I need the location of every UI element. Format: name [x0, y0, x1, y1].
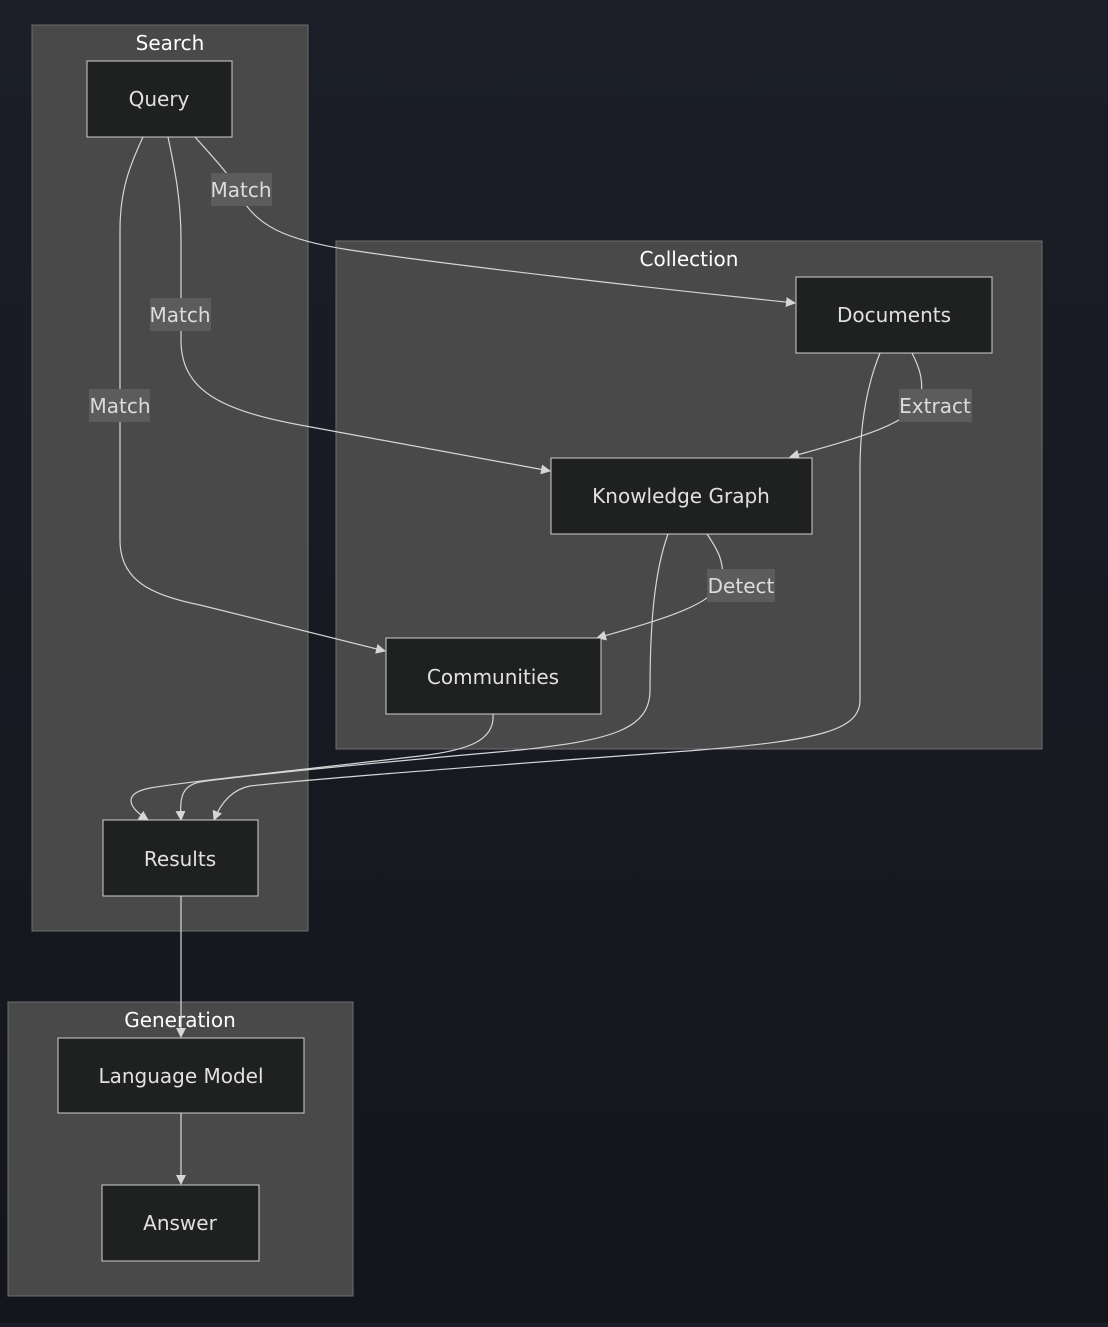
node-results-label: Results — [144, 847, 216, 871]
node-query[interactable]: Query — [86, 60, 233, 138]
node-knowledge-graph[interactable]: Knowledge Graph — [550, 457, 813, 535]
edge-label-query-knowledge-graph: Match — [149, 298, 211, 331]
edge-label-query-documents-text: Match — [210, 178, 271, 202]
edge-label-query-documents: Match — [210, 173, 272, 206]
node-communities-label: Communities — [427, 665, 559, 689]
node-documents[interactable]: Documents — [795, 276, 993, 354]
cluster-collection-title: Collection — [640, 247, 739, 271]
node-knowledge-graph-label: Knowledge Graph — [592, 484, 770, 508]
edge-query-knowledge-graph — [167, 136, 551, 475]
edge-knowledge-graph-results — [175, 533, 669, 821]
cluster-generation-title: Generation — [124, 1008, 236, 1032]
node-communities[interactable]: Communities — [385, 637, 602, 715]
node-answer[interactable]: Answer — [101, 1184, 260, 1262]
cluster-search: Search — [31, 24, 309, 932]
edge-label-query-communities-text: Match — [89, 394, 150, 418]
edge-label-query-knowledge-graph-text: Match — [149, 303, 210, 327]
cluster-search-box — [31, 24, 309, 932]
edge-query-communities — [119, 136, 386, 654]
edge-label-query-communities: Match — [89, 389, 151, 422]
edge-label-knowledge-graph-communities-text: Detect — [708, 574, 775, 598]
node-documents-label: Documents — [837, 303, 951, 327]
node-query-label: Query — [129, 87, 190, 111]
node-results[interactable]: Results — [102, 819, 259, 897]
node-language-model[interactable]: Language Model — [57, 1037, 305, 1114]
edge-label-documents-knowledge-graph-text: Extract — [899, 394, 971, 418]
edge-label-knowledge-graph-communities: Detect — [707, 569, 775, 602]
node-language-model-label: Language Model — [98, 1064, 263, 1088]
cluster-search-title: Search — [136, 31, 205, 55]
edge-label-documents-knowledge-graph: Extract — [899, 389, 972, 422]
edge-documents-results — [212, 352, 881, 821]
node-answer-label: Answer — [143, 1211, 217, 1235]
edge-communities-results — [130, 713, 494, 821]
